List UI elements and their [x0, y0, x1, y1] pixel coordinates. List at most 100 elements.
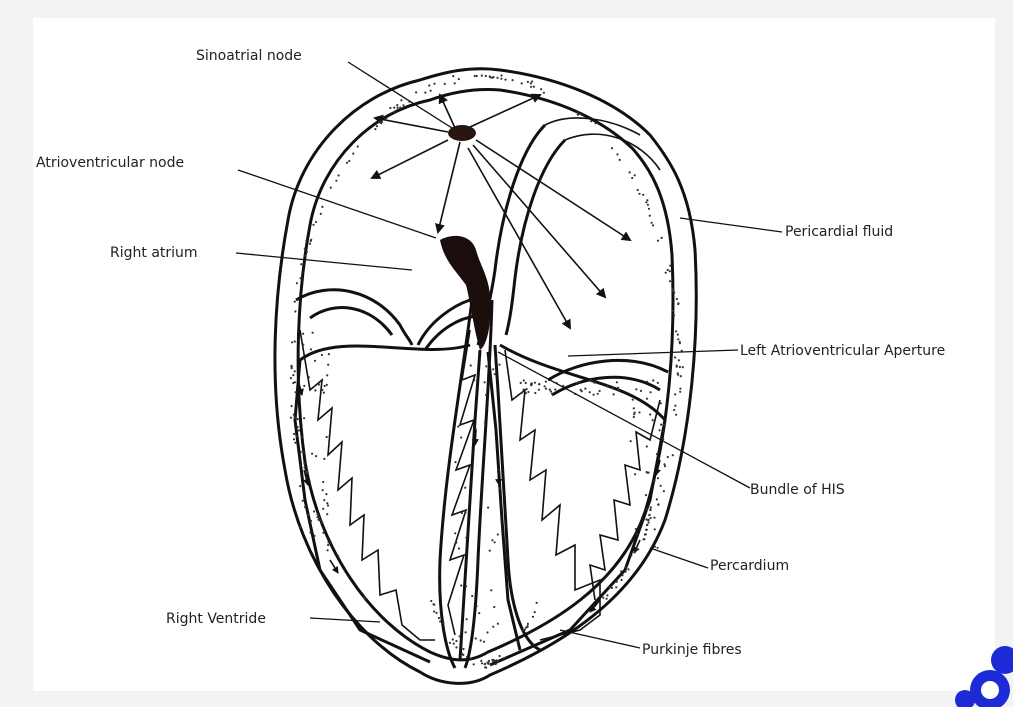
- stipple-dot: [323, 458, 325, 460]
- stipple-dot: [543, 92, 545, 94]
- stipple-dot: [606, 594, 608, 596]
- stipple-dot: [459, 635, 461, 637]
- stipple-dot: [602, 597, 604, 599]
- stipple-dot: [483, 641, 485, 643]
- stipple-dot: [499, 487, 501, 489]
- stipple-dot: [379, 121, 381, 123]
- stipple-dot: [348, 160, 350, 162]
- stipple-dot: [645, 518, 647, 520]
- stipple-dot: [452, 75, 454, 77]
- left-atrium-wall: [478, 118, 660, 345]
- stipple-dot: [291, 341, 293, 343]
- stipple-dot: [616, 581, 618, 583]
- stipple-dot: [297, 426, 299, 428]
- sa-node-impulse-arrows: [372, 95, 630, 328]
- stipple-dot: [678, 359, 680, 361]
- stipple-dot: [611, 387, 613, 389]
- stipple-dot: [323, 499, 325, 501]
- stipple-dot: [307, 472, 309, 474]
- stipple-dot: [629, 171, 631, 173]
- stipple-dot: [484, 381, 486, 383]
- stipple-dot: [327, 544, 329, 546]
- stipple-dot: [475, 428, 477, 430]
- stipple-dot: [525, 627, 527, 629]
- stipple-dot: [663, 430, 665, 432]
- stipple-dot: [646, 472, 648, 474]
- stipple-dot: [328, 353, 330, 355]
- stipple-dot: [318, 383, 320, 385]
- stipple-dot: [326, 502, 328, 504]
- stipple-dot: [616, 153, 618, 155]
- stipple-dot: [290, 405, 292, 407]
- stipple-dot: [433, 83, 435, 85]
- stipple-dot: [492, 626, 494, 628]
- stipple-dot: [299, 464, 301, 466]
- stipple-dot: [292, 374, 294, 376]
- stipple-dot: [511, 79, 513, 81]
- stipple-dot: [480, 639, 482, 641]
- stipple-dot: [504, 79, 506, 81]
- stipple-dot: [305, 239, 307, 241]
- stipple-dot: [296, 282, 298, 284]
- stipple-dot: [454, 532, 456, 534]
- stipple-dot: [578, 381, 580, 383]
- stipple-dot: [498, 364, 500, 366]
- stipple-dot: [645, 494, 647, 496]
- stipple-dot: [593, 382, 595, 384]
- stipple-dot: [493, 606, 495, 608]
- label-left-av-aperture: Left Atrioventricular Aperture: [740, 343, 945, 359]
- stipple-dot: [648, 208, 650, 210]
- stipple-dot: [660, 424, 662, 426]
- stipple-dot: [652, 379, 654, 381]
- stipple-dot: [606, 385, 608, 387]
- stipple-dot: [650, 391, 652, 393]
- stipple-dot: [487, 507, 489, 509]
- stipple-dot: [491, 77, 493, 79]
- stipple-dot: [673, 292, 675, 294]
- stipple-dot: [458, 547, 460, 549]
- stipple-dot: [647, 204, 649, 206]
- stipple-dot: [500, 74, 502, 76]
- stipple-dot: [352, 153, 354, 155]
- stipple-dot: [646, 199, 648, 201]
- stipple-dot: [385, 117, 387, 119]
- stipple-dot: [615, 586, 617, 588]
- stipple-dot: [327, 549, 329, 551]
- stipple-dot: [624, 571, 626, 573]
- stipple-dot: [337, 555, 339, 557]
- stipple-dot: [314, 389, 316, 391]
- stipple-dot: [646, 524, 648, 526]
- stipple-dot: [321, 354, 323, 356]
- stipple-dot: [634, 551, 636, 553]
- stipple-dot: [635, 528, 637, 530]
- stipple-dot: [328, 435, 330, 437]
- label-pericardial-fluid: Pericardial fluid: [785, 224, 893, 240]
- stipple-dot: [660, 485, 662, 487]
- stipple-dot: [494, 541, 496, 543]
- stipple-dot: [322, 489, 324, 491]
- stipple-dot: [489, 663, 491, 665]
- stipple-dot: [619, 159, 621, 161]
- stipple-dot: [634, 412, 636, 414]
- stipple-dot: [576, 382, 578, 384]
- stipple-dot: [676, 298, 678, 300]
- stipple-dot: [669, 280, 671, 282]
- stipple-dot: [322, 532, 324, 534]
- stipple-dot: [304, 255, 306, 257]
- stipple-dot: [324, 385, 326, 387]
- stipple-dot: [320, 213, 322, 215]
- stipple-dot: [326, 436, 328, 438]
- stipple-dot: [327, 364, 329, 366]
- stipple-dot: [374, 128, 376, 130]
- stipple-dot: [312, 332, 314, 334]
- stipple-dot: [470, 364, 472, 366]
- stipple-dot: [652, 419, 654, 421]
- stipple-dot: [521, 82, 523, 84]
- stipple-dot: [300, 277, 302, 279]
- stipple-dot: [633, 416, 635, 418]
- stipple-dot: [475, 605, 477, 607]
- stipple-dot: [534, 392, 536, 394]
- stipple-dot: [531, 80, 533, 82]
- stipple-dot: [642, 538, 644, 540]
- stipple-dot: [442, 622, 444, 624]
